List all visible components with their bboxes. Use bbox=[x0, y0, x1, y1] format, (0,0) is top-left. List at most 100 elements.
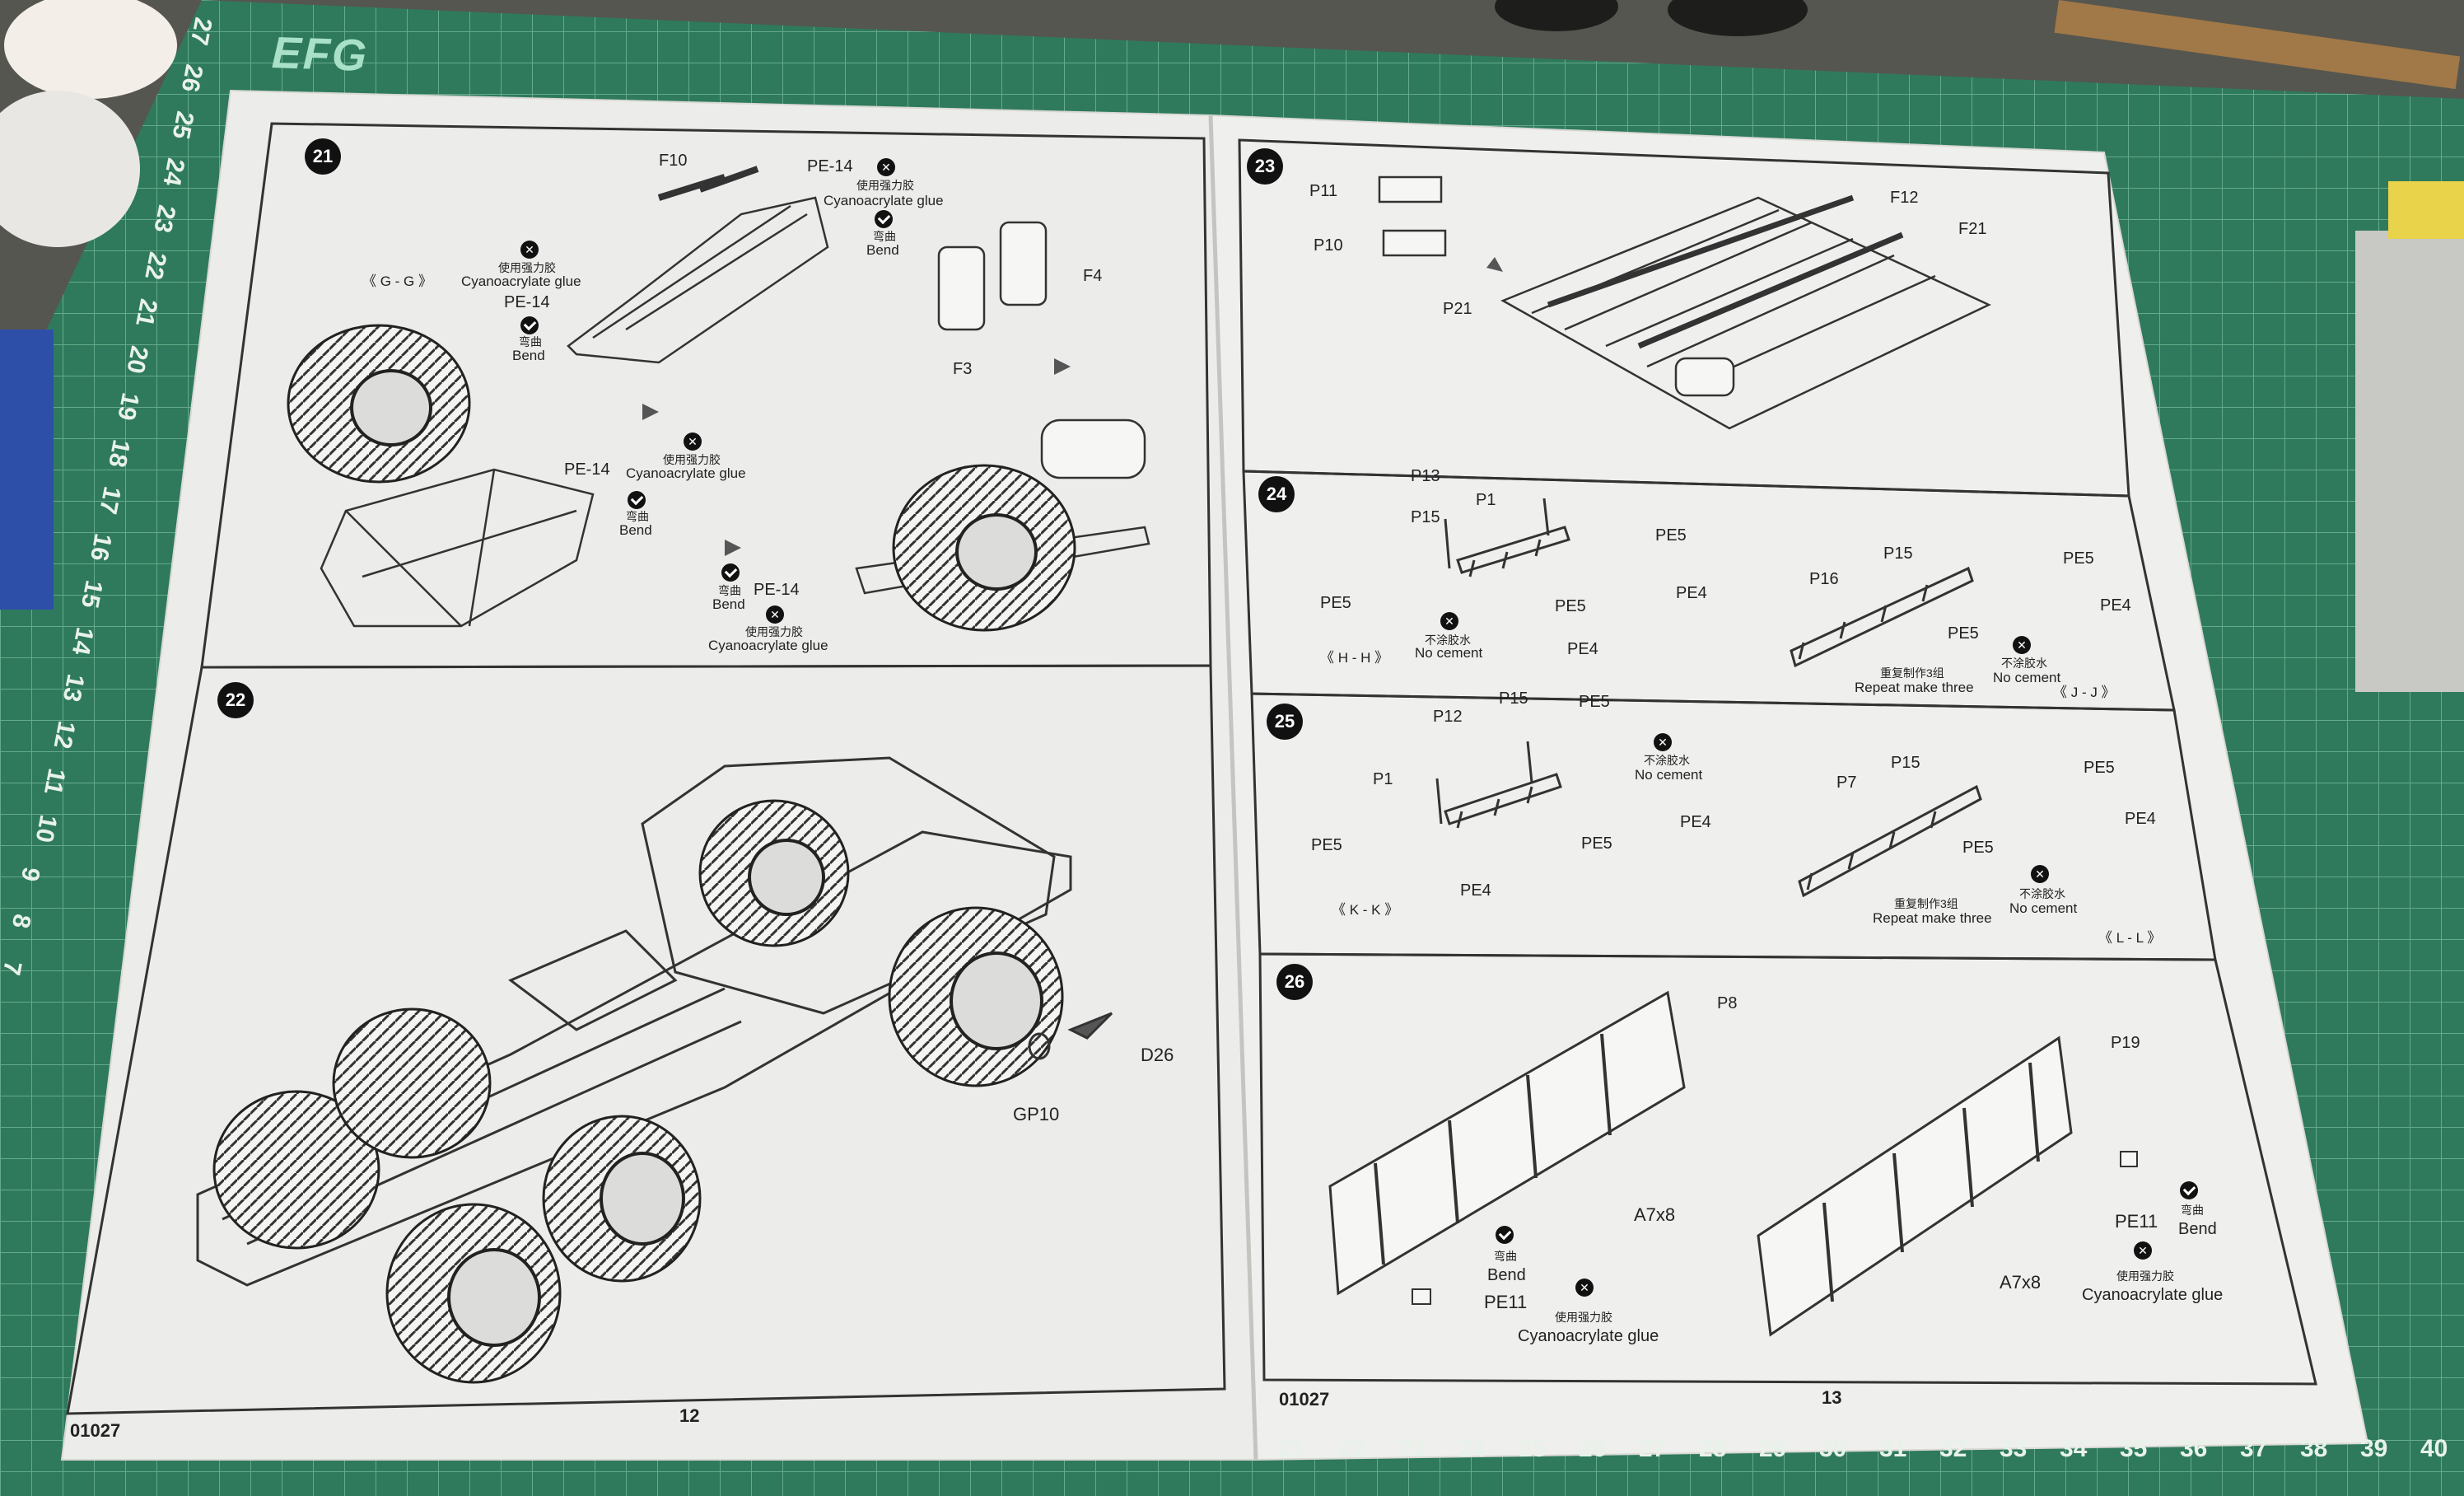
label-pe4-b: PE4 bbox=[1567, 640, 1598, 658]
ruler-mark: 30 bbox=[1819, 1435, 1847, 1462]
label-p12: P12 bbox=[1433, 708, 1463, 726]
ruler-mark: 11 bbox=[38, 766, 71, 797]
glue-icon bbox=[1575, 1279, 1594, 1297]
ruler-mark: 12 bbox=[48, 718, 81, 751]
wheel-top-1 bbox=[1495, 0, 1618, 31]
label-pe14-mid: PE-14 bbox=[564, 460, 610, 479]
step24-drawings bbox=[1444, 498, 1974, 668]
yellow-note bbox=[2388, 181, 2464, 239]
step21-arrow-1 bbox=[642, 404, 659, 420]
label-pe11-left: PE11 bbox=[1484, 1292, 1528, 1312]
ruler-mark: 26 bbox=[175, 62, 208, 95]
ruler-mark: 25 bbox=[166, 109, 199, 142]
ruler-mark: 19 bbox=[112, 390, 144, 423]
paint-tube bbox=[0, 330, 54, 610]
step26-frame bbox=[1258, 952, 2317, 1386]
side-object bbox=[2355, 231, 2464, 692]
label-p13: P13 bbox=[1411, 467, 1440, 485]
r-nocement-cn: 不涂胶水 bbox=[2019, 887, 2065, 900]
label-f4: F4 bbox=[1083, 267, 1103, 285]
step-number-26: 26 bbox=[1276, 964, 1313, 1000]
truck-wheels bbox=[212, 799, 1064, 1384]
ruler-mark: 24 bbox=[1458, 1435, 1486, 1462]
side-panel-p8 bbox=[1328, 990, 1686, 1296]
ruler-mark: 36 bbox=[2180, 1435, 2208, 1462]
right-page-number: 13 bbox=[1822, 1387, 1842, 1408]
ruler-mark: 10 bbox=[30, 812, 63, 845]
no-cement-icon bbox=[1654, 733, 1672, 751]
label-p11: P11 bbox=[1309, 182, 1338, 200]
ruler-mark: 27 bbox=[184, 15, 217, 48]
ruler-mark: 33 bbox=[2000, 1435, 2028, 1462]
label-r-pe5-top: PE5 bbox=[2084, 759, 2115, 777]
ruler-mark: 37 bbox=[2240, 1435, 2268, 1462]
label-pe11-right: PE11 bbox=[2115, 1211, 2158, 1232]
label-pe5-top: PE5 bbox=[1579, 693, 1610, 711]
bend-en-top: Bend bbox=[866, 242, 899, 258]
ruler-mark: 14 bbox=[66, 624, 99, 657]
step23-arrow bbox=[1486, 257, 1503, 272]
bend-en-mid: Bend bbox=[619, 522, 652, 538]
label-p1: P1 bbox=[1373, 770, 1393, 788]
bend-icon bbox=[520, 316, 539, 334]
label-pe14-low: PE-14 bbox=[754, 581, 800, 599]
glue-icon bbox=[684, 432, 702, 451]
ruler-mark: 23 bbox=[148, 203, 181, 236]
glue-icon bbox=[2134, 1241, 2152, 1260]
ruler-mark: 38 bbox=[2300, 1435, 2328, 1462]
label-pe5-mid: PE5 bbox=[1581, 834, 1612, 853]
label-p10: P10 bbox=[1314, 236, 1343, 255]
glue-icon bbox=[766, 605, 784, 624]
label-a7x8-right: A7x8 bbox=[2000, 1272, 2042, 1293]
step25-drawings bbox=[1435, 741, 1982, 898]
no-cement-icon bbox=[2013, 636, 2031, 654]
ruler-mark: 32 bbox=[1939, 1435, 1967, 1462]
ruler-mark: 27 bbox=[1639, 1435, 1667, 1462]
ruler-mark: 26 bbox=[1579, 1435, 1607, 1462]
label-a7x8-left: A7x8 bbox=[1634, 1204, 1676, 1225]
ruler-mark: 7 bbox=[0, 958, 27, 978]
step-number-21: 21 bbox=[305, 138, 341, 175]
label-f3: F3 bbox=[953, 360, 973, 378]
label-gg: 《 G - G 》 bbox=[362, 273, 432, 289]
label-pe5-a: PE5 bbox=[1655, 526, 1687, 545]
bend-en-left: Bend bbox=[1487, 1266, 1526, 1284]
bend-en-low: Bend bbox=[712, 596, 745, 612]
step-number-22: 22 bbox=[217, 682, 254, 718]
step21-arrow-3 bbox=[1054, 358, 1071, 375]
label-kk: 《 K - K 》 bbox=[1332, 902, 1399, 918]
ruler-mark: 20 bbox=[121, 344, 153, 376]
bend-cn-top: 弯曲 bbox=[873, 230, 896, 243]
ruler-mark: 40 bbox=[2420, 1435, 2448, 1462]
label-gp10: GP10 bbox=[1013, 1104, 1060, 1124]
tool-handle bbox=[2054, 0, 2461, 90]
bend-cn-left: 弯曲 bbox=[1494, 1250, 1517, 1263]
ruler-mark: 17 bbox=[93, 484, 126, 517]
bend-icon bbox=[2180, 1181, 2198, 1199]
r-nocement-en: No cement bbox=[1993, 670, 2061, 685]
label-f10: F10 bbox=[659, 152, 688, 170]
label-p21-left: P21 bbox=[1443, 300, 1472, 318]
glue-cn-right: 使用强力胶 bbox=[2116, 1269, 2174, 1283]
bend-cn-right: 弯曲 bbox=[2181, 1204, 2204, 1217]
r-repeat-en: Repeat make three bbox=[1873, 910, 1992, 926]
ruler-mark: 35 bbox=[2120, 1435, 2148, 1462]
step22-frame bbox=[66, 664, 1226, 1415]
ruler-mark: 13 bbox=[57, 671, 90, 704]
wheel-top-2 bbox=[1668, 0, 1808, 36]
glue-en-low: Cyanoacrylate glue bbox=[708, 638, 828, 653]
right-catalog-number: 01027 bbox=[1279, 1389, 1330, 1410]
label-d26: D26 bbox=[1141, 1045, 1174, 1065]
no-cement-icon bbox=[1440, 612, 1458, 630]
nocement-en: No cement bbox=[1635, 767, 1703, 783]
r-repeat-cn: 重复制作3组 bbox=[1894, 897, 1958, 910]
glue-en-left: Cyanoacrylate glue bbox=[1518, 1327, 1659, 1345]
ruler-mark: 22 bbox=[1338, 1435, 1366, 1462]
label-p1: P1 bbox=[1476, 491, 1496, 509]
label-f12: F12 bbox=[1890, 189, 1919, 207]
ruler-mark: 29 bbox=[1759, 1435, 1787, 1462]
label-r-pe5-mid: PE5 bbox=[1948, 624, 1979, 643]
bend-cn-left: 弯曲 bbox=[519, 335, 542, 348]
